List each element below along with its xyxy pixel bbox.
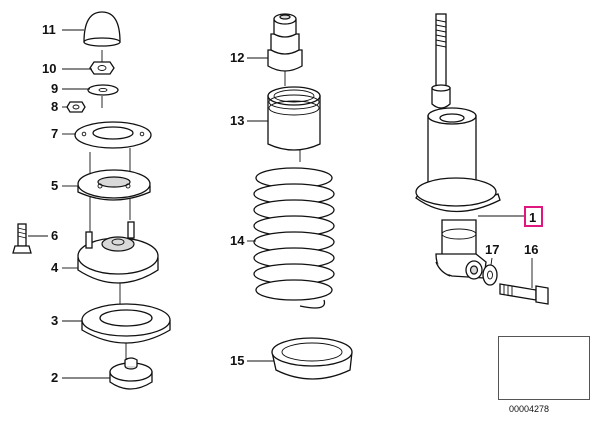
inset-frame	[498, 336, 590, 400]
callout-11: 11	[42, 22, 56, 37]
part-14-spring	[253, 167, 335, 309]
callout-13: 13	[230, 113, 244, 128]
callout-4: 4	[51, 260, 59, 275]
callout-17: 17	[485, 242, 499, 257]
part-7-plate	[74, 121, 152, 149]
part-13-boot	[267, 86, 321, 151]
part-3-ring	[81, 303, 171, 344]
part-4-support	[77, 221, 159, 284]
part-8-nut	[66, 101, 86, 113]
part-9-washer	[87, 84, 119, 96]
callout-14: 14	[230, 233, 245, 248]
callout-8: 8	[51, 99, 58, 114]
right-assembly	[415, 13, 549, 305]
callout-1: 1	[529, 210, 536, 225]
callout-1-highlight-box	[524, 206, 543, 227]
part-16-bolt	[499, 283, 549, 305]
left-assembly	[12, 11, 171, 390]
part-2-stop	[109, 357, 153, 390]
reference-code: 00004278	[509, 404, 550, 414]
part-5-mount	[77, 169, 151, 201]
part-6-bolt	[12, 223, 32, 254]
part-11-cap	[83, 11, 121, 47]
callout-3: 3	[51, 313, 58, 328]
callout-2: 2	[51, 370, 58, 385]
callout-10: 10	[42, 61, 56, 76]
part-15-pad	[271, 337, 353, 380]
callout-6: 6	[51, 228, 58, 243]
callout-5: 5	[51, 178, 58, 193]
part-12-bumpstop	[267, 13, 303, 72]
callout-16: 16	[524, 242, 538, 257]
middle-assembly	[253, 13, 353, 380]
part-10-nut	[89, 61, 115, 75]
part-1-shock	[415, 13, 501, 280]
callout-7: 7	[51, 126, 58, 141]
callout-12: 12	[230, 50, 244, 65]
part-17-washer	[482, 264, 498, 286]
callout-9: 9	[51, 81, 58, 96]
callout-15: 15	[230, 353, 244, 368]
callout-layer: 11 10 9 8 7 5 6 4 3 2 12 13 14	[28, 22, 538, 385]
